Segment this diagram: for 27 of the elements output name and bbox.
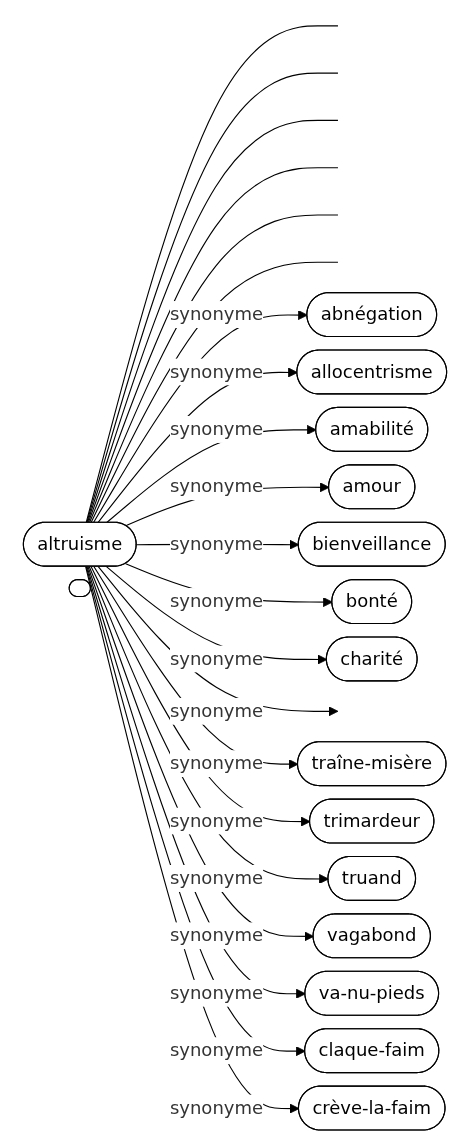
edge-label: synonyme xyxy=(169,415,264,443)
term-ellipse: abnégation xyxy=(306,292,438,338)
term-ellipse: va-nu-pieds xyxy=(304,970,440,1016)
term-ellipse: trimardeur xyxy=(309,798,435,844)
edge-label: synonyme xyxy=(169,358,264,386)
term-ellipse: allocentrisme xyxy=(296,349,448,395)
term-ellipse: vagabond xyxy=(312,913,431,959)
edge-label: synonyme xyxy=(169,301,264,329)
edge-label: synonyme xyxy=(169,645,264,673)
term-ellipse: traîne-misère xyxy=(296,741,447,787)
term-ellipse: claque-faim xyxy=(304,1028,440,1074)
term-ellipse: crève-la-faim xyxy=(297,1085,446,1131)
edge-label: synonyme xyxy=(169,864,264,892)
term-ellipse: bonté xyxy=(331,579,413,625)
term-ellipse: truand xyxy=(327,855,417,901)
term-ellipse: bienveillance xyxy=(297,521,446,567)
edge-label: synonyme xyxy=(169,1037,264,1065)
edge-label: synonyme xyxy=(169,922,264,950)
term-ellipse: charité xyxy=(325,636,418,682)
term-ellipse: altruisme xyxy=(22,521,137,567)
edge-label: synonyme xyxy=(169,697,264,725)
edge-label: synonyme xyxy=(169,750,264,778)
edge-label: synonyme xyxy=(169,807,264,835)
term-ellipse: amour xyxy=(328,464,416,510)
edge-label: synonyme xyxy=(169,979,264,1007)
term-ellipse xyxy=(68,579,91,598)
term-ellipse: amabilité xyxy=(315,406,429,452)
